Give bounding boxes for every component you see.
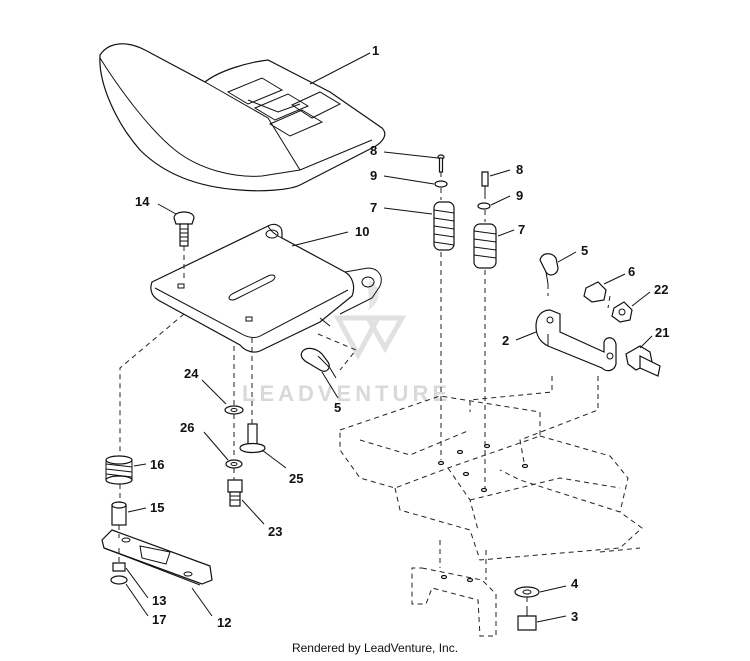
footer-credit: Rendered by LeadVenture, Inc.: [291, 641, 459, 655]
callout-5-right: 5: [581, 243, 588, 258]
callout-7-left: 7: [370, 200, 377, 215]
callout-5-left: 5: [334, 400, 341, 415]
callout-25: 25: [289, 471, 303, 486]
callout-8-right: 8: [516, 162, 523, 177]
spring-washer-right: [477, 202, 491, 210]
callout-9-left: 9: [370, 168, 377, 183]
watermark-logo: [333, 280, 407, 361]
hex-bolt-large: [517, 606, 537, 631]
hex-bolt: [227, 479, 243, 507]
callout-16: 16: [150, 457, 164, 472]
callout-15: 15: [150, 500, 164, 515]
bumper-clip-right: [539, 253, 559, 285]
spring-washer-left: [434, 180, 448, 188]
seat-bracket: [535, 309, 617, 372]
watermark-text: LEADVENTURE: [242, 381, 451, 406]
seat-pan: [150, 223, 382, 353]
frame-holes: [437, 443, 529, 583]
bumper-clip-left: [300, 347, 337, 379]
clevis-pin-left: [437, 154, 445, 173]
callout-7-right: 7: [518, 222, 525, 237]
spacer: [111, 501, 127, 526]
compression-spring-right: [473, 223, 497, 269]
shoulder-bolt: [239, 423, 266, 454]
flange-nut: [583, 281, 607, 303]
lock-nut: [611, 301, 633, 323]
callout-26: 26: [180, 420, 194, 435]
callout-1: 1: [372, 43, 379, 58]
callout-6: 6: [628, 264, 635, 279]
flat-washer: [224, 405, 244, 415]
callout-4: 4: [571, 576, 579, 591]
callout-21: 21: [655, 325, 669, 340]
seat-spring: [105, 455, 133, 485]
lock-washer: [225, 459, 243, 469]
callout-2: 2: [502, 333, 509, 348]
callout-23: 23: [268, 524, 282, 539]
carriage-bolt: [173, 211, 195, 247]
seat: [99, 43, 386, 192]
callout-10: 10: [355, 224, 369, 239]
clevis-pin-right: [481, 171, 489, 194]
bracket-plate: [101, 529, 213, 586]
hex-nut: [112, 562, 126, 572]
compression-spring-left: [433, 201, 455, 251]
shoulder-bolt-large: [625, 345, 661, 377]
callout-8-left: 8: [370, 143, 377, 158]
callout-9-right: 9: [516, 188, 523, 203]
leader-lines: [125, 52, 653, 623]
flat-washer-large: [514, 586, 540, 598]
callouts: 1 2 3 4 5 5 6 7 7 8 8 9 9 10 12 13 14 15…: [135, 43, 669, 630]
small-washer: [110, 575, 128, 585]
callout-17: 17: [152, 612, 166, 627]
callout-3: 3: [571, 609, 578, 624]
callout-12: 12: [217, 615, 231, 630]
callout-14: 14: [135, 194, 150, 209]
assembly-lines: [118, 172, 611, 606]
callout-24: 24: [184, 366, 199, 381]
callout-22: 22: [654, 282, 668, 297]
frame-outline: [339, 395, 643, 637]
callout-13: 13: [152, 593, 166, 608]
